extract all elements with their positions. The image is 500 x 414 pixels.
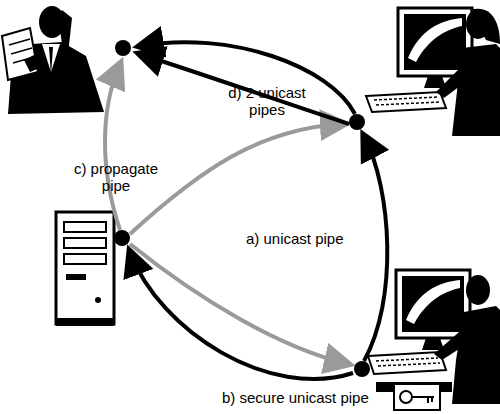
workstation-figure bbox=[452, 306, 500, 404]
businessman-figure bbox=[58, 10, 72, 54]
workstation-figure bbox=[368, 352, 446, 374]
server-figure bbox=[66, 274, 86, 280]
server-figure bbox=[56, 212, 114, 324]
workstation-figure bbox=[470, 9, 500, 44]
propagate-pipe bbox=[105, 64, 348, 364]
unicast-pipe bbox=[364, 136, 387, 361]
pipe-label: d) 2 unicast pipes bbox=[212, 84, 322, 118]
propagate-pipe bbox=[130, 124, 344, 234]
key-icon bbox=[394, 384, 440, 410]
server-figure bbox=[64, 222, 106, 232]
server-figure bbox=[64, 254, 106, 264]
pipe-label: a) unicast pipe bbox=[246, 230, 376, 247]
key-icon bbox=[394, 384, 440, 410]
key-icon bbox=[400, 391, 412, 403]
peer-dot bbox=[354, 361, 370, 377]
businessman-figure bbox=[24, 52, 44, 72]
propagate-pipe bbox=[105, 64, 120, 230]
workstation-figure bbox=[436, 62, 476, 98]
server-figure bbox=[56, 318, 114, 326]
workstation-figure bbox=[434, 326, 476, 360]
peer-dot bbox=[114, 40, 370, 377]
workstation-figure bbox=[406, 280, 460, 324]
workstation-figure bbox=[366, 92, 446, 112]
businessman-figure bbox=[49, 47, 53, 76]
server-figure bbox=[56, 212, 114, 326]
unicast-pipe bbox=[130, 252, 353, 379]
key-icon bbox=[412, 397, 434, 403]
unicast-pipe bbox=[140, 54, 349, 124]
workstation-figure bbox=[402, 276, 464, 332]
businessman-figure bbox=[2, 28, 38, 80]
server-figure bbox=[95, 297, 101, 303]
workstation-figure bbox=[404, 14, 466, 70]
peer-dot bbox=[114, 230, 130, 246]
peer-dot bbox=[115, 40, 131, 56]
workstation-figure bbox=[466, 275, 490, 305]
workstation-figure bbox=[366, 8, 500, 136]
businessman-figure bbox=[2, 6, 104, 114]
workstation-figure bbox=[408, 18, 462, 62]
workstation-figure bbox=[396, 270, 470, 338]
unicast-pipe bbox=[130, 42, 387, 379]
unicast-pipe bbox=[140, 42, 355, 114]
peer-dot bbox=[349, 114, 365, 130]
workstation-figure bbox=[374, 97, 440, 105]
workstation-figure bbox=[376, 358, 440, 366]
server-figure bbox=[64, 238, 106, 248]
pipe-label: c) propagate pipe bbox=[66, 160, 166, 194]
pipe-label: b) secure unicast pipe bbox=[222, 389, 394, 406]
workstation-figure bbox=[452, 44, 500, 136]
